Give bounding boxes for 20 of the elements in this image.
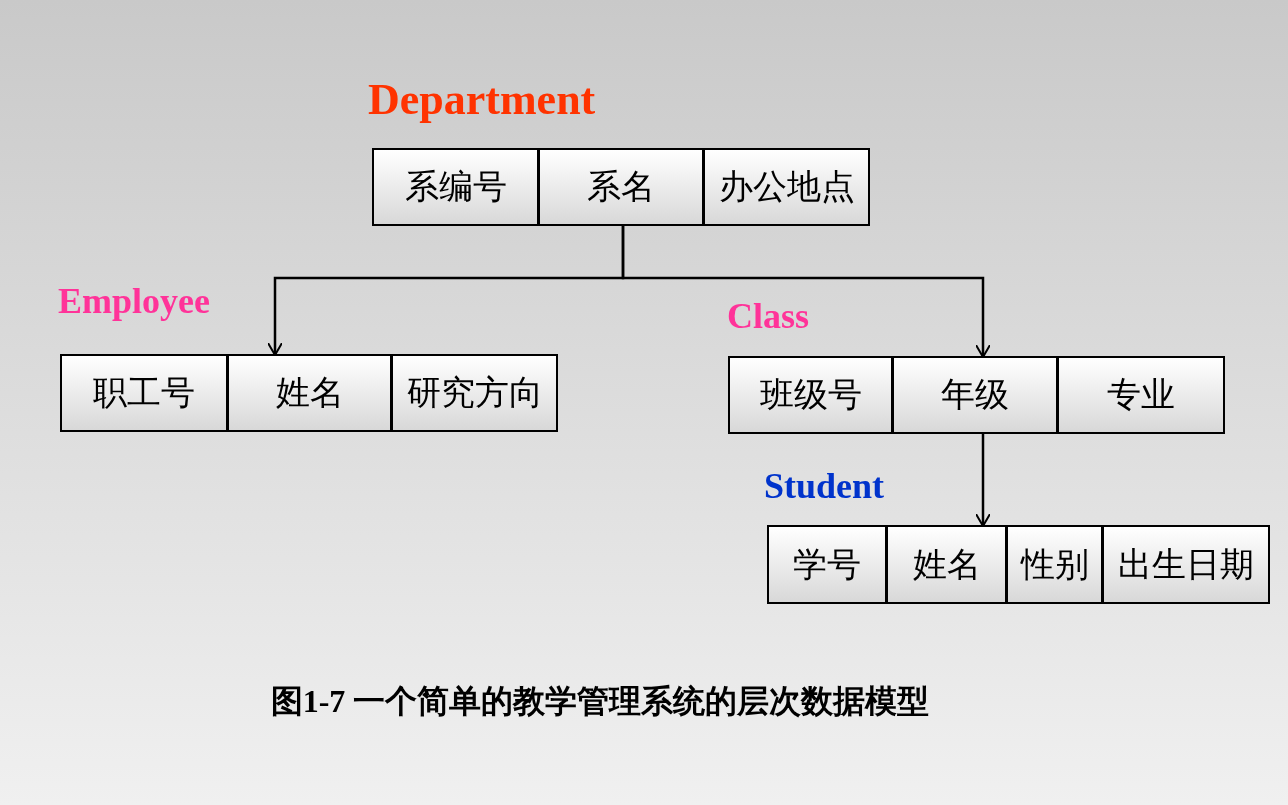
table-cell: 系名 [538,148,704,226]
table-cell: 年级 [892,356,1058,434]
table-cell: 研究方向 [391,354,558,432]
table-cell: 出生日期 [1102,525,1270,604]
record-title: Class [727,298,810,334]
table-cell: 姓名 [886,525,1007,604]
figure-caption: 图1-7 一个简单的教学管理系统的层次数据模型 [269,682,931,721]
record-title: Department [368,78,596,122]
arrow [975,434,991,527]
table-cell: 系编号 [372,148,539,226]
table-cell: 学号 [767,525,887,604]
table-cell: 姓名 [227,354,392,432]
arrow [621,226,991,358]
record-title: Employee [58,283,210,319]
table-cell: 班级号 [728,356,893,434]
table-cell: 专业 [1057,356,1225,434]
table-cell: 职工号 [60,354,228,432]
record-title: Student [764,468,885,504]
table-cell: 办公地点 [703,148,870,226]
table-cell: 性别 [1006,525,1103,604]
